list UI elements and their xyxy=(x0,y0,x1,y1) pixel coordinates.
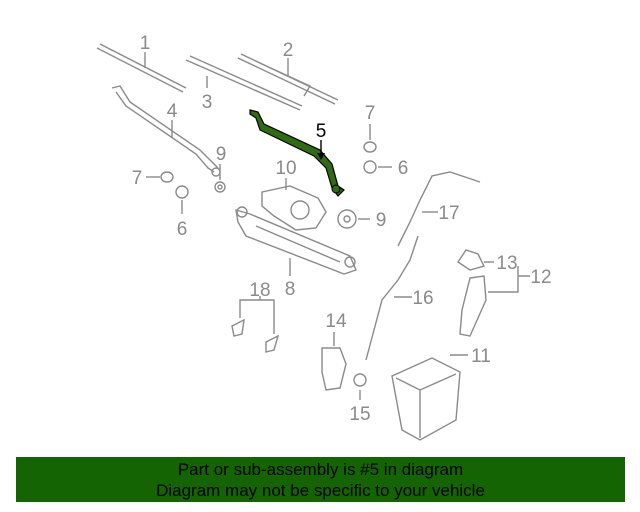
filler-cap-part-13[interactable] xyxy=(457,249,494,271)
washer-hose-part-17[interactable] xyxy=(397,171,481,247)
callout-12[interactable]: 12 xyxy=(530,267,551,288)
callout-1[interactable]: 1 xyxy=(140,33,151,54)
callout-9-right[interactable]: 9 xyxy=(376,210,387,231)
wiper-blade-part-2[interactable] xyxy=(237,53,339,105)
info-banner: Part or sub-assembly is #5 in diagram Di… xyxy=(16,457,625,502)
callout-10[interactable]: 10 xyxy=(275,158,296,179)
callout-13[interactable]: 13 xyxy=(496,253,517,274)
washer-hose-part-16[interactable] xyxy=(365,235,419,361)
callout-14[interactable]: 14 xyxy=(325,311,347,332)
cap-part-7-right[interactable] xyxy=(363,124,377,153)
cap-part-7-left[interactable] xyxy=(146,171,174,183)
washer-pump-part-14[interactable] xyxy=(321,332,347,391)
wiper-motor-part-10[interactable] xyxy=(261,178,327,231)
wiper-arm-part-5[interactable] xyxy=(249,109,345,197)
callout-3[interactable]: 3 xyxy=(202,92,213,113)
wiper-linkage-part-8[interactable] xyxy=(235,206,357,276)
nut-part-6-left[interactable] xyxy=(175,185,189,214)
callout-5[interactable]: 5 xyxy=(316,121,327,142)
callout-6-left[interactable]: 6 xyxy=(177,219,188,240)
callout-6-right[interactable]: 6 xyxy=(398,158,409,179)
callout-7-left[interactable]: 7 xyxy=(132,168,143,189)
wiper-blade-part-1[interactable] xyxy=(96,43,187,93)
callout-11[interactable]: 11 xyxy=(471,346,491,367)
blade-insert-part-3[interactable] xyxy=(185,55,303,111)
nut-part-6-right[interactable] xyxy=(363,160,392,174)
callout-15[interactable]: 15 xyxy=(349,404,370,425)
callout-4[interactable]: 4 xyxy=(167,101,178,122)
callout-7-right[interactable]: 7 xyxy=(365,103,376,124)
callout-17[interactable]: 17 xyxy=(438,203,459,224)
callout-8[interactable]: 8 xyxy=(285,279,296,300)
callout-18[interactable]: 18 xyxy=(249,280,270,301)
washer-part-9-right[interactable] xyxy=(337,209,370,229)
banner-line-part-number: Part or sub-assembly is #5 in diagram xyxy=(177,460,464,479)
callout-16[interactable]: 16 xyxy=(412,288,433,309)
washer-reservoir-part-11[interactable] xyxy=(391,354,468,441)
washer-part-9-left[interactable] xyxy=(214,164,226,193)
filler-neck-part-12[interactable] xyxy=(459,266,530,337)
callout-2[interactable]: 2 xyxy=(283,40,294,61)
callout-9-left[interactable]: 9 xyxy=(216,144,227,165)
washer-nozzle-part-18[interactable] xyxy=(231,296,280,353)
grommet-part-15[interactable] xyxy=(353,373,367,400)
banner-line-disclaimer: Diagram may not be specific to your vehi… xyxy=(156,481,485,500)
